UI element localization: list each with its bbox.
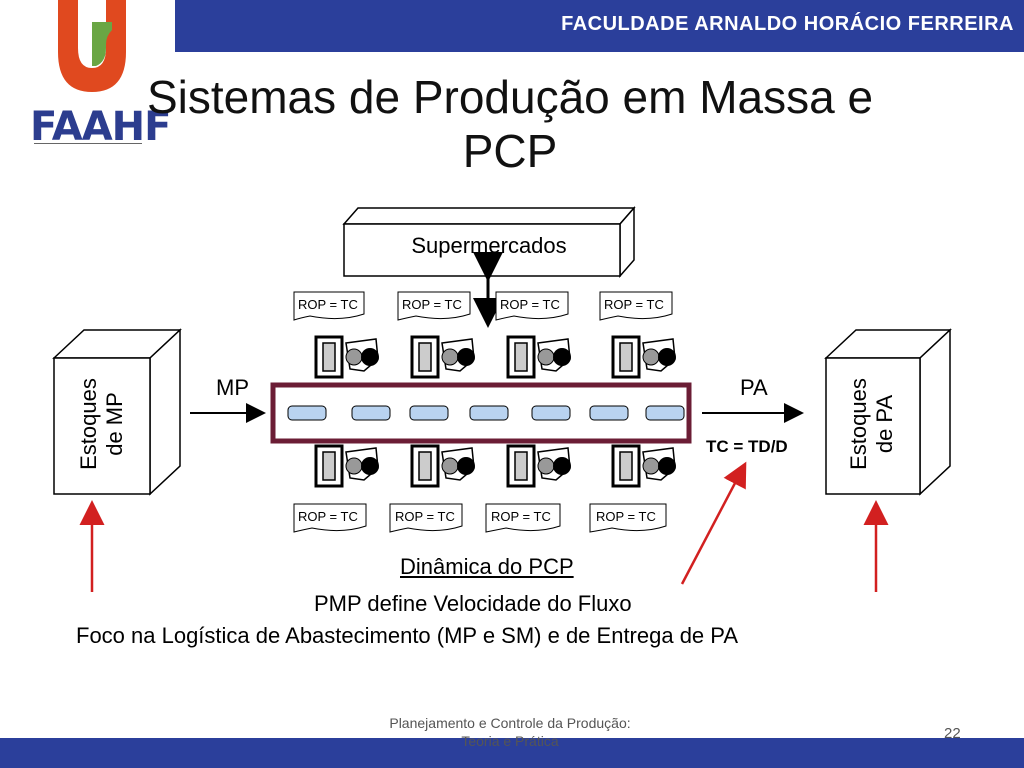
rop-label-bottom-3: ROP = TC bbox=[491, 509, 551, 524]
supermarket-label: Supermercados bbox=[411, 233, 567, 258]
page-number: 22 bbox=[944, 725, 961, 742]
rop-label-bottom-1: ROP = TC bbox=[298, 509, 358, 524]
slide-title: Sistemas de Produção em Massa e PCP bbox=[90, 70, 930, 178]
workstations-bottom bbox=[314, 444, 678, 488]
finished-goods-stock-box bbox=[824, 328, 952, 496]
stock-left-line-2: de MP bbox=[102, 392, 127, 456]
logo-underline bbox=[34, 143, 142, 148]
institution-name: FACULDADE ARNALDO HORÁCIO FERREIRA bbox=[561, 13, 1014, 35]
faahf-logo-icon bbox=[58, 0, 126, 92]
stock-right-line-1: Estoques bbox=[846, 378, 871, 470]
body-line-2: Foco na Logística de Abastecimento (MP e… bbox=[76, 623, 738, 648]
title-line-1: Sistemas de Produção em Massa e bbox=[146, 71, 874, 123]
header-bar: FACULDADE ARNALDO HORÁCIO FERREIRA bbox=[175, 0, 1024, 52]
rop-label-bottom-4: ROP = TC bbox=[596, 509, 656, 524]
stock-left-line-1: Estoques bbox=[76, 378, 101, 470]
stock-left-label: Estoques de MP bbox=[76, 364, 132, 484]
footer-text: Planejamento e Controle da Produção: Teo… bbox=[340, 714, 680, 750]
rop-label-top-1: ROP = TC bbox=[298, 297, 358, 312]
stock-right-label: Estoques de PA bbox=[846, 364, 902, 484]
output-label: PA bbox=[740, 375, 768, 400]
footer-line-2: Teoria e Prática bbox=[461, 733, 559, 749]
rop-label-top-4: ROP = TC bbox=[604, 297, 664, 312]
logo-text: FAAHF bbox=[30, 104, 171, 150]
conveyor-items bbox=[287, 405, 685, 421]
raw-material-stock-box bbox=[52, 328, 182, 496]
workstations-top bbox=[314, 335, 678, 379]
title-line-2: PCP bbox=[462, 125, 558, 177]
dynamics-heading: Dinâmica do PCP bbox=[400, 554, 574, 579]
footer-bar bbox=[0, 738, 1024, 768]
footer-line-1: Planejamento e Controle da Produção: bbox=[389, 715, 631, 731]
input-label: MP bbox=[216, 375, 249, 400]
rop-cards-bottom bbox=[293, 503, 667, 533]
stock-right-line-2: de PA bbox=[872, 394, 897, 454]
rop-cards-top bbox=[293, 291, 673, 321]
rop-label-bottom-2: ROP = TC bbox=[395, 509, 455, 524]
rop-label-top-2: ROP = TC bbox=[402, 297, 462, 312]
body-line-1: PMP define Velocidade do Fluxo bbox=[314, 591, 632, 616]
formula-label: TC = TD/D bbox=[706, 437, 788, 456]
red-arrow-formula bbox=[680, 461, 747, 585]
rop-label-top-3: ROP = TC bbox=[500, 297, 560, 312]
